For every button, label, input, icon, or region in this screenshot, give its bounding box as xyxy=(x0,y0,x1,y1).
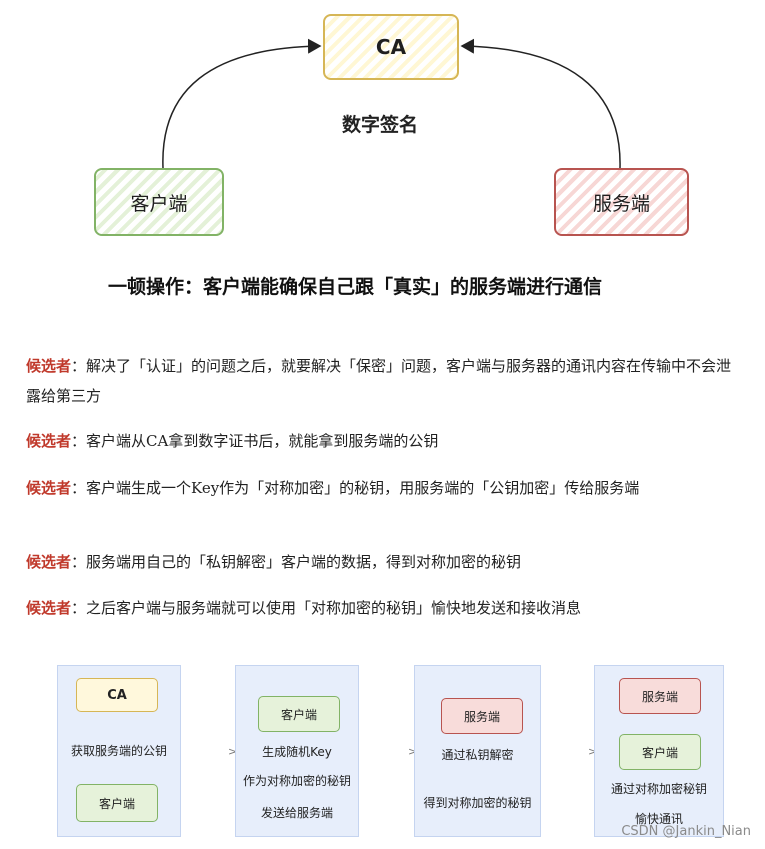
step4-client-box: 客户端 xyxy=(619,734,701,770)
candidate-text: 客户端生成一个Key作为「对称加密」的秘钥，用服务端的「公钥加密」传给服务端 xyxy=(86,479,640,497)
candidate-sep: ： xyxy=(71,599,87,617)
candidate-line: 候选者：解决了「认证」的问题之后，就要解决「保密」问题，客户端与服务器的通讯内容… xyxy=(26,351,746,411)
connector-arrows xyxy=(162,38,621,169)
candidate-line: 候选者：客户端从CA拿到数字证书后，就能拿到服务端的公钥 xyxy=(26,426,746,456)
step4-text-1: 通过对称加密秘钥 xyxy=(610,782,707,796)
candidate-line: 候选者：服务端用自己的「私钥解密」客户端的数据，得到对称加密的秘钥 xyxy=(26,547,746,577)
step-arrow: > xyxy=(408,745,418,758)
step1-ca-box: CA xyxy=(76,678,158,712)
candidate-sep: ： xyxy=(71,479,87,497)
step3-text-1: 通过私钥解密 xyxy=(441,748,514,762)
candidate-tag: 候选者 xyxy=(26,599,72,617)
candidate-tag: 候选者 xyxy=(26,479,72,497)
ca-node: CA xyxy=(323,14,459,80)
step3-server-label: 服务端 xyxy=(463,709,500,724)
step4-client-label: 客户端 xyxy=(641,745,678,760)
candidate-text: 解决了「认证」的问题之后，就要解决「保密」问题，客户端与服务器的通讯内容在传输中… xyxy=(26,357,732,405)
step-panel-2: 客户端 生成随机Key 作为对称加密的秘钥 发送给服务端 xyxy=(235,665,359,837)
step4-text-2: 愉快通讯 xyxy=(634,812,683,826)
server-node: 服务端 xyxy=(554,168,689,236)
step3-server-box: 服务端 xyxy=(441,698,523,734)
signature-label: 数字签名 xyxy=(342,114,419,136)
diagram-summary: 一顿操作：客户端能确保自己跟「真实」的服务端进行通信 xyxy=(108,276,603,298)
step1-client-box: 客户端 xyxy=(76,784,158,822)
step2-text-2: 作为对称加密的秘钥 xyxy=(242,774,351,788)
candidate-line: 候选者：之后客户端与服务端就可以使用「对称加密的秘钥」愉快地发送和接收消息 xyxy=(26,593,746,623)
client-to-ca-arrow xyxy=(162,38,322,169)
candidate-sep: ： xyxy=(71,553,87,571)
candidate-sep: ： xyxy=(71,432,87,450)
candidate-tag: 候选者 xyxy=(26,357,72,375)
step-arrow: > xyxy=(588,745,598,758)
step2-text-3: 发送给服务端 xyxy=(260,806,333,820)
server-label: 服务端 xyxy=(592,192,650,215)
step-panel-4: 服务端 客户端 通过对称加密秘钥 愉快通讯 xyxy=(594,665,724,837)
candidate-text: 客户端从CA拿到数字证书后，就能拿到服务端的公钥 xyxy=(86,432,439,450)
watermark: CSDN @Jankin_Nian xyxy=(621,824,751,839)
candidate-tag: 候选者 xyxy=(26,553,72,571)
step1-client-label: 客户端 xyxy=(98,796,135,811)
step3-text-2: 得到对称加密的秘钥 xyxy=(423,796,532,810)
candidate-sep: ： xyxy=(71,357,87,375)
step2-client-label: 客户端 xyxy=(280,707,317,722)
step4-server-label: 服务端 xyxy=(641,689,678,704)
step1-text: 获取服务端的公钥 xyxy=(70,744,167,758)
step-panel-1: CA 获取服务端的公钥 客户端 xyxy=(57,665,181,837)
step4-server-box: 服务端 xyxy=(619,678,701,714)
step1-ca-label: CA xyxy=(107,687,127,703)
client-node: 客户端 xyxy=(94,168,224,236)
ca-label: CA xyxy=(375,35,407,59)
step2-text-1: 生成随机Key xyxy=(262,745,332,759)
candidate-text: 服务端用自己的「私钥解密」客户端的数据，得到对称加密的秘钥 xyxy=(86,553,522,571)
candidate-text: 之后客户端与服务端就可以使用「对称加密的秘钥」愉快地发送和接收消息 xyxy=(86,599,582,617)
server-to-ca-arrow xyxy=(460,38,621,169)
step-arrow: > xyxy=(228,745,238,758)
step2-client-box: 客户端 xyxy=(258,696,340,732)
client-label: 客户端 xyxy=(130,192,188,215)
candidate-tag: 候选者 xyxy=(26,432,72,450)
step-panel-3: 服务端 通过私钥解密 得到对称加密的秘钥 xyxy=(414,665,541,837)
candidate-line: 候选者：客户端生成一个Key作为「对称加密」的秘钥，用服务端的「公钥加密」传给服… xyxy=(26,473,746,503)
